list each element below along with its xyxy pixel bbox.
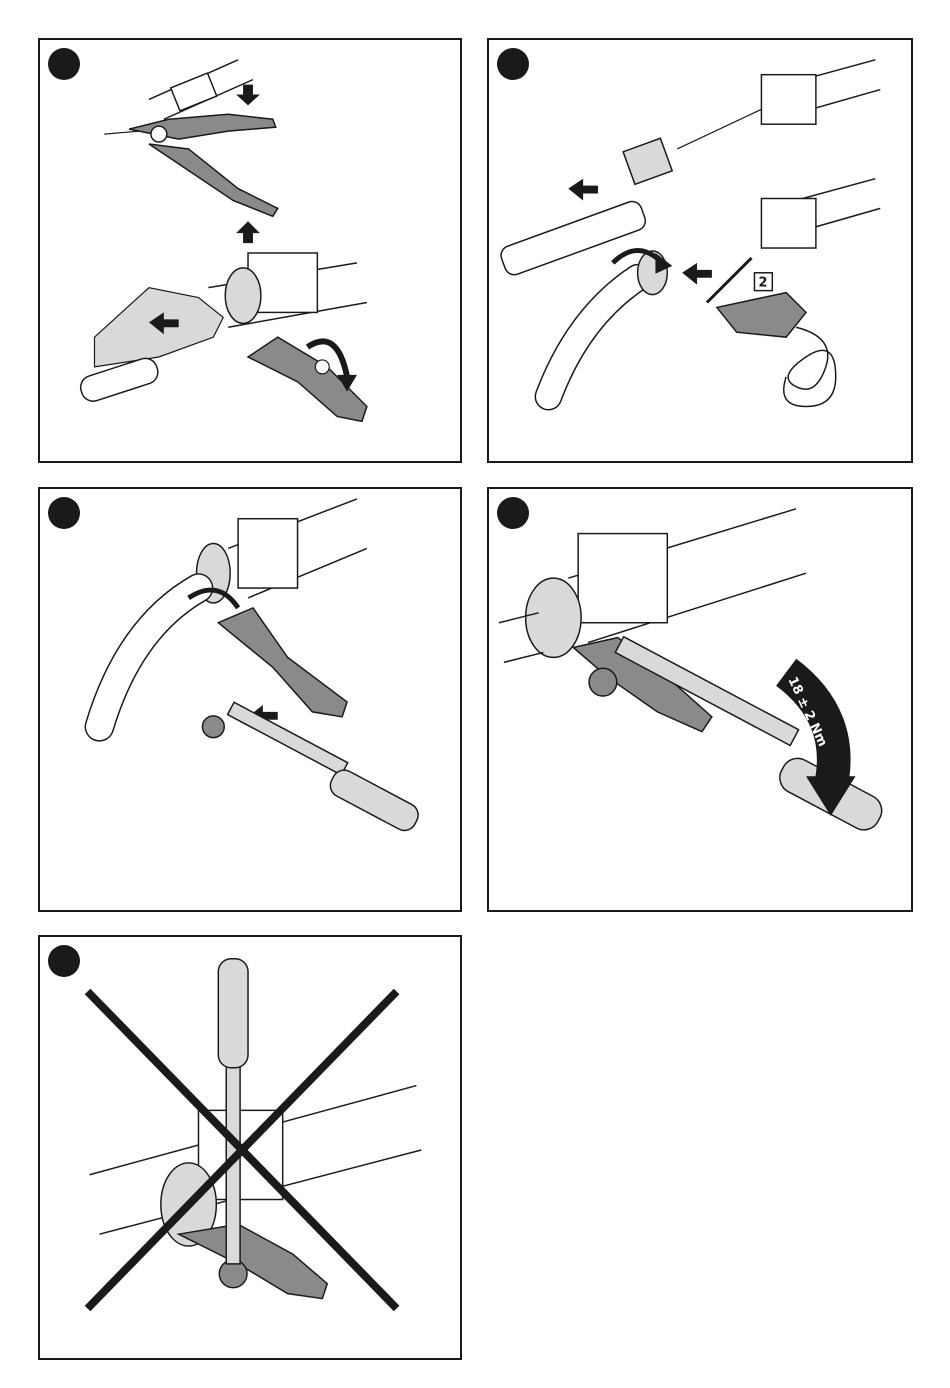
instruction-panel-step-2: 2 (487, 38, 913, 463)
instruction-panel-step-1 (38, 38, 462, 463)
blow-gun-step-label: 2 (758, 276, 767, 291)
instruction-panel-step-5 (38, 935, 462, 1360)
air-blow-gun-illustration: 2 (489, 40, 911, 461)
torque-wrench-tighten-illustration: 18 ± 2 Nm (489, 489, 911, 910)
prohibited-method-illustration (40, 937, 460, 1358)
instruction-panel-step-4: 18 ± 2 Nm (487, 487, 913, 912)
pliers-and-wrench-illustration (40, 40, 460, 461)
instruction-panel-step-3 (38, 487, 462, 912)
torque-wrench-attach-illustration (40, 489, 460, 910)
